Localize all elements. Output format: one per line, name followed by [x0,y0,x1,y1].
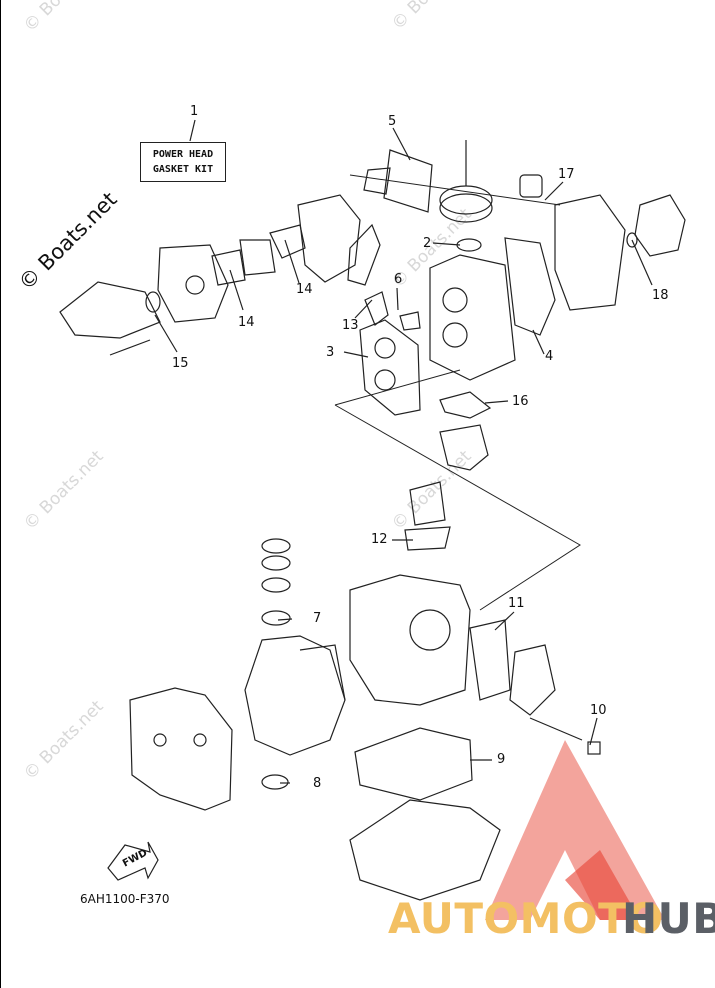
callout-14-left: 14 [238,315,255,330]
leader-line [532,329,545,355]
callout-15: 15 [172,356,189,371]
page-border [0,0,1,988]
callout-7: 7 [313,611,322,626]
callout-13: 13 [342,318,359,333]
leader-line [544,181,564,201]
callout-9: 9 [497,752,506,767]
leader-line [392,127,411,161]
callout-8: 8 [313,776,322,791]
callout-4: 4 [545,349,554,364]
callout-1: 1 [190,104,199,119]
callout-3: 3 [326,345,335,360]
callout-6: 6 [394,272,403,287]
callout-5: 5 [388,114,397,129]
leader-line [189,119,196,142]
leader-line [396,287,399,311]
callout-12: 12 [371,532,388,547]
leader-line [484,400,509,404]
callout-18: 18 [652,288,669,303]
leader-line [354,299,373,319]
callout-16: 16 [512,394,529,409]
leader-line [284,239,300,284]
logo-word-part1: AUTOMOTO [388,894,664,943]
callout-2: 2 [423,236,432,251]
leader-line [229,269,244,311]
callout-11: 11 [508,596,525,611]
leader-line [631,239,653,286]
gasket-kit-label-box: POWER HEAD GASKET KIT [140,142,226,182]
leader-line [589,717,598,746]
callout-14-right: 14 [296,282,313,297]
callout-10: 10 [590,703,607,718]
kit-label-line1: POWER HEAD [152,149,214,160]
logo-word-part2: HUB [622,894,715,943]
drawing-code: 6AH1100-F370 [80,892,170,906]
leader-line [432,242,461,246]
leader-line [343,351,369,358]
callout-17: 17 [558,167,575,182]
kit-label-line2: GASKET KIT [152,164,214,175]
leader-line [154,314,178,353]
